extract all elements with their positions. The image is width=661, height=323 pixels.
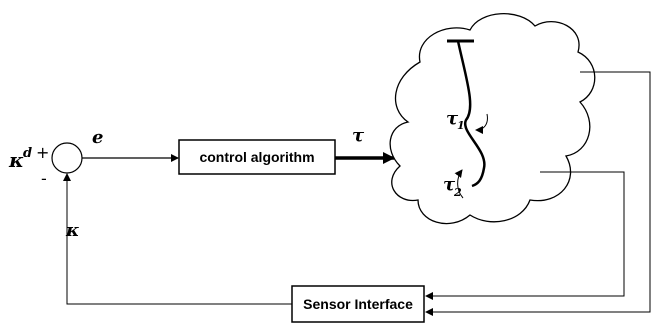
summing-junction (51, 142, 83, 174)
error-label: e (92, 127, 103, 148)
sensor-interface-box (291, 285, 425, 323)
feedback-line-lower (425, 171, 625, 300)
plant-cloud (389, 13, 596, 225)
tau2-subscript: 2 (453, 186, 462, 199)
minus-sign: - (41, 169, 47, 188)
tau2-symbol: τ (443, 174, 456, 195)
tau1-arrow (475, 113, 488, 134)
tau1-symbol: τ (446, 108, 459, 129)
reference-symbol: κ (8, 148, 24, 172)
control-algorithm-label: control algorithm (199, 149, 314, 165)
feedback-path (63, 173, 292, 305)
tau1-subscript: 1 (457, 119, 465, 132)
reference-superscript: d (23, 146, 32, 161)
feedback-line-upper (425, 71, 651, 316)
sensor-interface-label: Sensor Interface (303, 296, 413, 312)
tau2-arrow (454, 169, 464, 199)
feedback-label: κ (65, 220, 80, 241)
plus-sign: + (36, 143, 49, 162)
torque-label: τ (352, 125, 365, 146)
continuum-arm (456, 40, 486, 188)
